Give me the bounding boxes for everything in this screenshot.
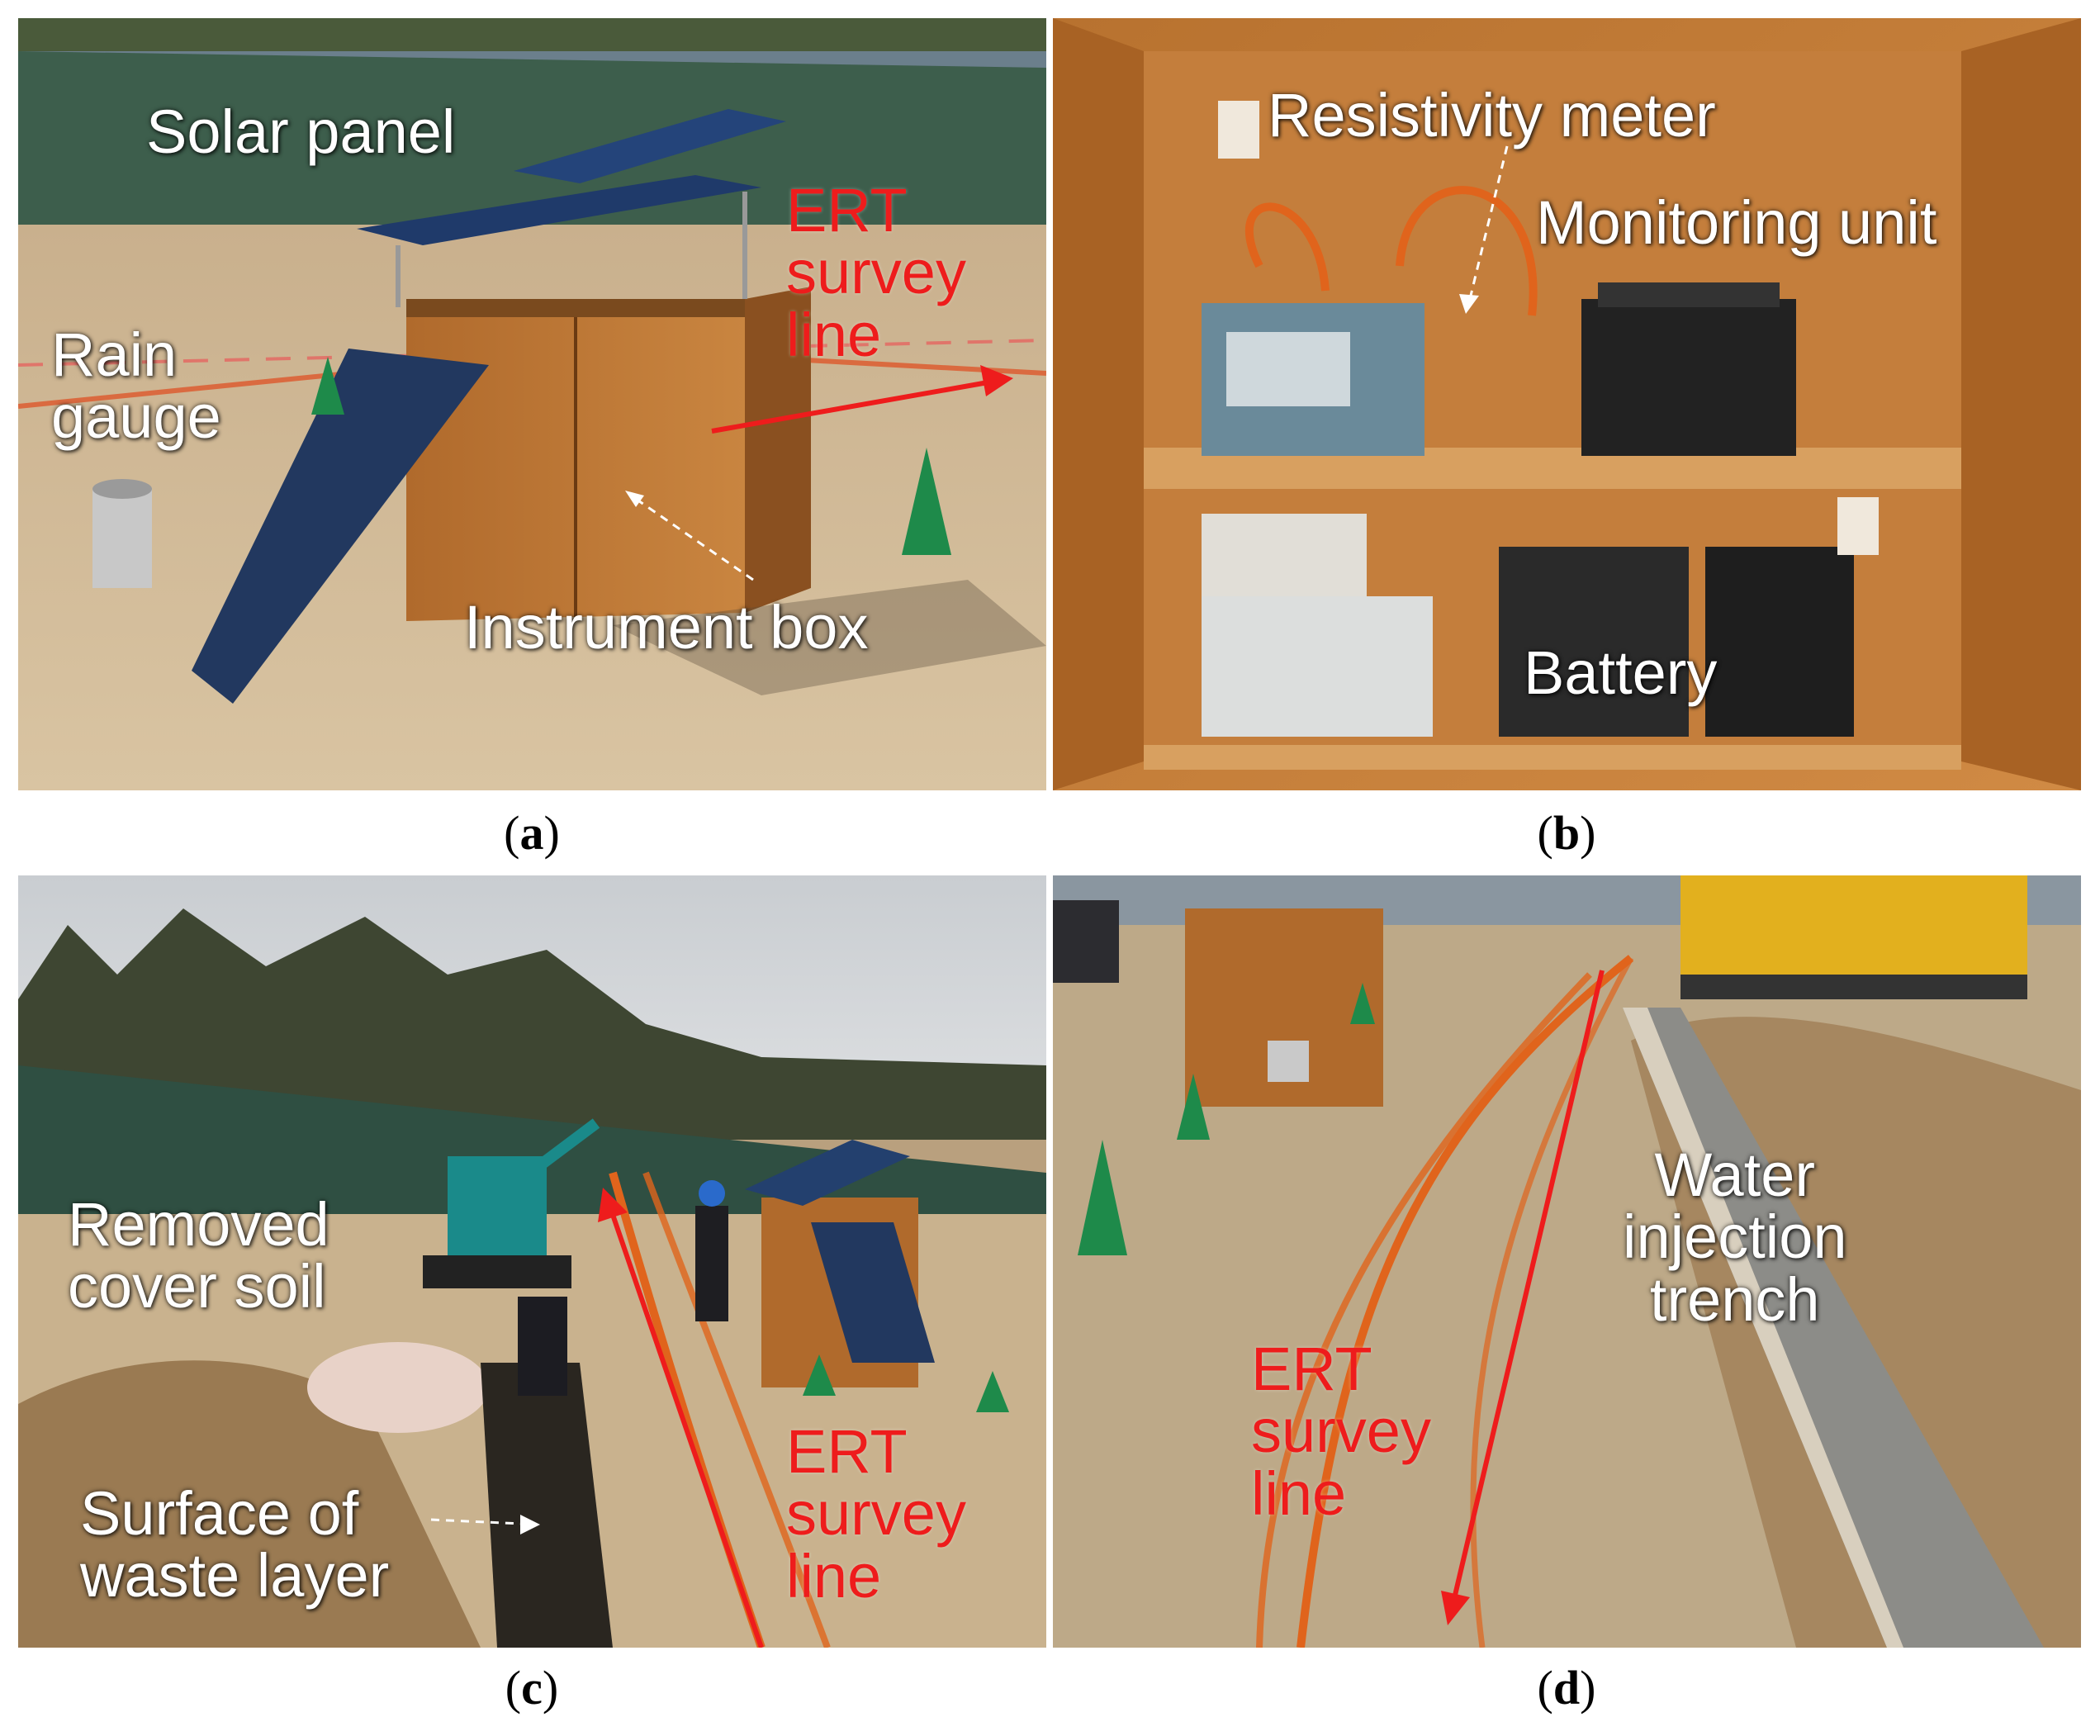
- photo-panel-c: Removed cover soil Surface of waste laye…: [18, 875, 1046, 1648]
- photo-panel-a: Solar panel ERT survey line Rain gauge I…: [18, 18, 1046, 790]
- caption-b: (b): [1537, 806, 1596, 860]
- label-surface-of-waste-layer: Surface of waste layer: [80, 1479, 390, 1610]
- label-monitoring-unit: Monitoring unit: [1536, 188, 1937, 257]
- label-rain-gauge: Rain gauge: [51, 320, 221, 452]
- label-ert-survey-line-c: ERT survey line: [786, 1417, 966, 1610]
- label-removed-cover-soil: Removed cover soil: [68, 1190, 329, 1321]
- caption-c: (c): [505, 1661, 559, 1715]
- label-ert-survey-line-a: ERT survey line: [786, 176, 966, 369]
- label-battery: Battery: [1524, 638, 1718, 707]
- photo-panel-d: Water injection trench ERT survey line: [1053, 875, 2081, 1648]
- scene-c-photo: [18, 875, 1046, 1648]
- caption-d: (d): [1537, 1661, 1596, 1715]
- photo-panel-b: Resistivity meter Monitoring unit Batter…: [1053, 18, 2081, 790]
- label-resistivity-meter: Resistivity meter: [1268, 81, 1716, 149]
- scene-d-photo: [1053, 875, 2081, 1648]
- label-solar-panel: Solar panel: [146, 97, 456, 166]
- label-ert-survey-line-d: ERT survey line: [1251, 1335, 1431, 1528]
- label-water-injection-trench: Water injection trench: [1623, 1141, 1847, 1334]
- caption-a: (a): [504, 806, 560, 860]
- scene-a-photo: [18, 18, 1046, 790]
- scene-b-photo: [1053, 18, 2081, 790]
- label-instrument-box: Instrument box: [464, 593, 869, 662]
